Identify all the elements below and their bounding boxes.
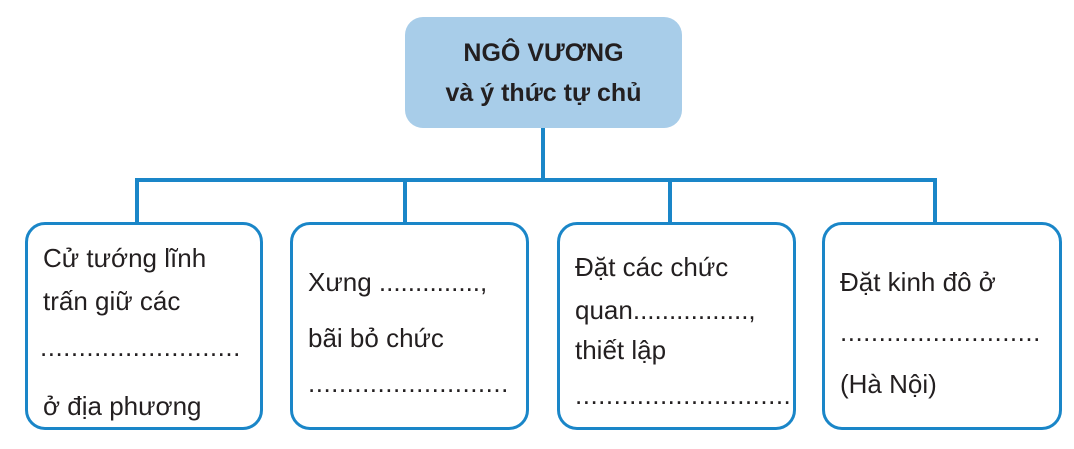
box-text: Xưng .............., bbox=[308, 267, 488, 297]
blank-dots: ............................ bbox=[575, 380, 792, 410]
root-title: NGÔ VƯƠNG bbox=[463, 38, 624, 67]
blank-dots: .......................... bbox=[40, 332, 241, 362]
blank-dots: .......................... bbox=[840, 317, 1041, 347]
box-text: Đặt các chức bbox=[575, 252, 729, 282]
root-subtitle: và ý thức tự chủ bbox=[445, 78, 642, 107]
branch-box-1: Cử tướng lĩnh trấn giữ các .............… bbox=[25, 222, 263, 430]
box-text: bãi bỏ chức bbox=[308, 323, 444, 353]
box-text: quan................, bbox=[575, 295, 756, 325]
box-text: thiết lập bbox=[575, 335, 667, 365]
root-node: NGÔ VƯƠNG và ý thức tự chủ bbox=[405, 17, 682, 128]
branch-box-3: Đặt các chức quan................, thiết… bbox=[557, 222, 796, 430]
box-text: ở địa phương bbox=[43, 391, 202, 421]
blank-dots: .......................... bbox=[308, 368, 509, 398]
box-text: Đặt kinh đô ở bbox=[840, 267, 996, 297]
box-text: trấn giữ các bbox=[43, 286, 181, 316]
branch-box-2: Xưng .............., bãi bỏ chức .......… bbox=[290, 222, 529, 430]
box-text: (Hà Nội) bbox=[840, 369, 937, 399]
branch-box-4: Đặt kinh đô ở ..........................… bbox=[822, 222, 1062, 430]
box-text: Cử tướng lĩnh bbox=[43, 243, 207, 273]
